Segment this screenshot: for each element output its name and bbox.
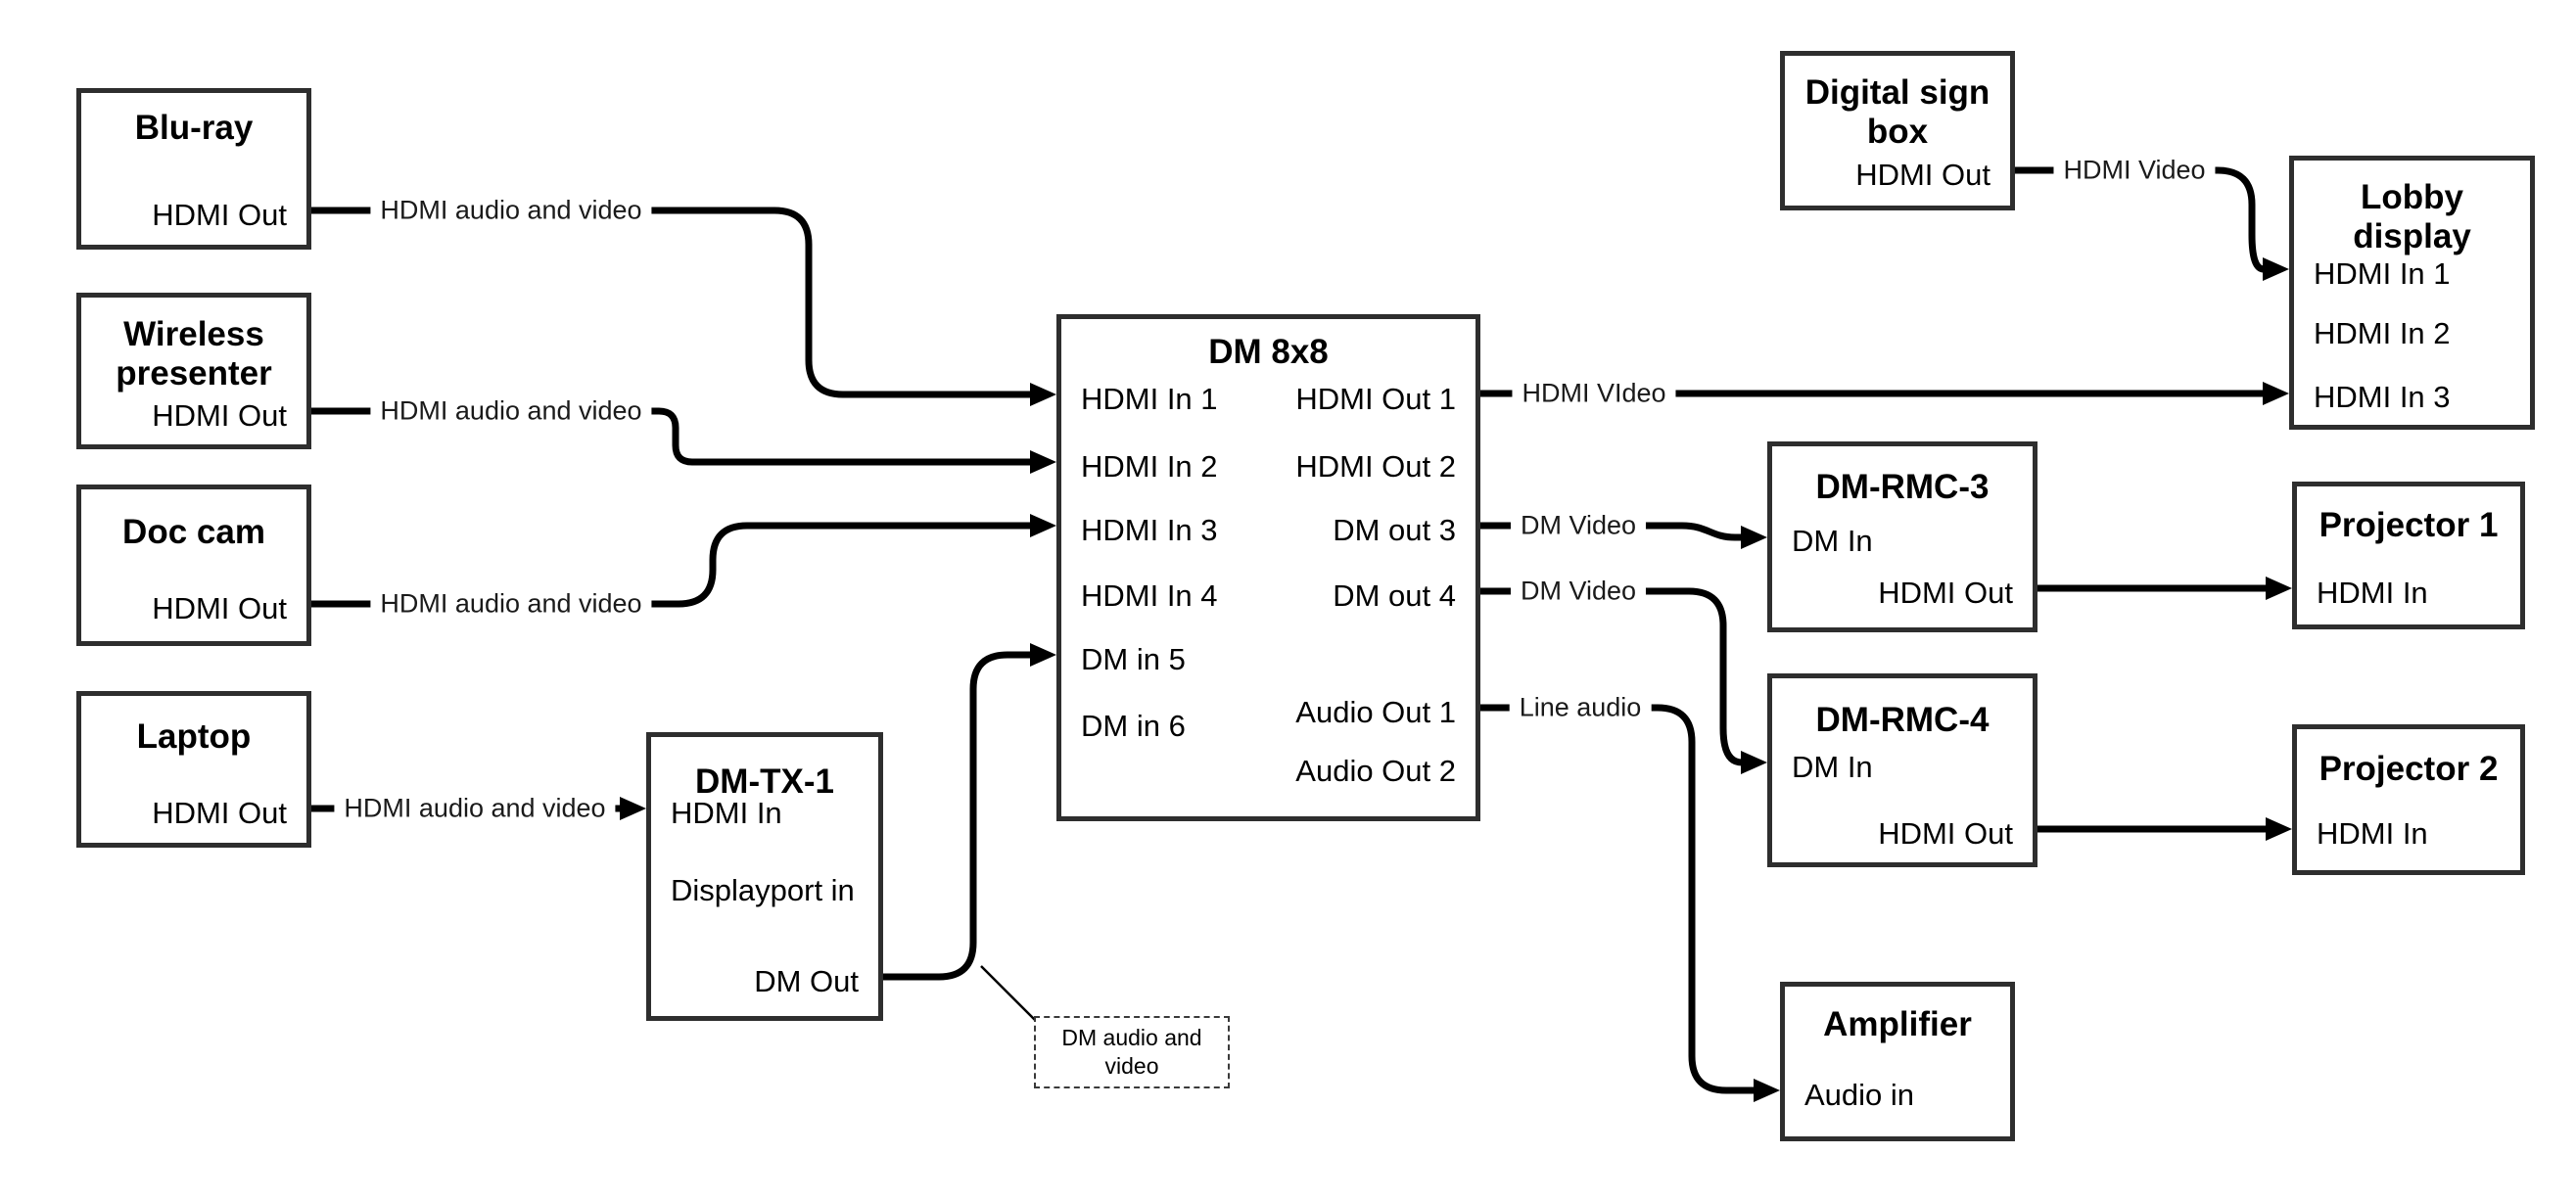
callout-line-1: DM audio and <box>1061 1025 1202 1050</box>
callout-line-2: video <box>1104 1053 1159 1079</box>
node-dm-rmc-4: DM-RMC-4 DM In HDMI Out <box>1767 673 2037 867</box>
node-laptop: Laptop HDMI Out <box>76 691 311 848</box>
node-dm-tx-1: DM-TX-1 HDMI In Displayport in DM Out <box>646 732 883 1021</box>
port-dm8x8-dm-in-6: DM in 6 <box>1081 709 1186 743</box>
callout-leader-line <box>980 965 1036 1021</box>
edge-label-bluray: HDMI audio and video <box>370 193 652 228</box>
port-lobby-hdmi-in-2: HDMI In 2 <box>2314 316 2451 350</box>
arrowhead <box>1754 1079 1780 1102</box>
title-line-2: display <box>2353 217 2471 255</box>
port-dm8x8-dm-out-3: DM out 3 <box>1333 513 1456 547</box>
node-title: Projector 1 <box>2318 506 2499 544</box>
edge-label-dm-video-out4: DM Video <box>1510 574 1647 609</box>
port-proj2-hdmi-in: HDMI In <box>2317 816 2428 851</box>
node-title: Doc cam <box>122 513 265 551</box>
connector-bluray-to-dm8x8-in1 <box>311 207 1031 398</box>
edge-label-line-audio: Line audio <box>1509 690 1652 725</box>
arrowhead <box>1741 526 1767 549</box>
port-dm8x8-audio-out-2: Audio Out 2 <box>1295 754 1456 788</box>
port-dm8x8-hdmi-out-2: HDMI Out 2 <box>1295 449 1456 484</box>
node-title: Lobby display <box>2294 161 2530 256</box>
connector-wireless-to-dm8x8-in2 <box>311 407 1031 466</box>
connector-dm8x8-out4-to-rmc4 <box>1480 587 1743 766</box>
node-bluray: Blu-ray HDMI Out <box>76 88 311 250</box>
title-line-1: Wireless <box>123 315 264 353</box>
node-dm-8x8: DM 8x8 HDMI In 1 HDMI In 2 HDMI In 3 HDM… <box>1056 314 1480 821</box>
port-dmtx1-displayport-in: Displayport in <box>671 873 855 907</box>
arrowhead <box>2266 817 2292 841</box>
port-dmtx1-dm-out: DM Out <box>754 964 859 998</box>
node-projector-1: Projector 1 HDMI In <box>2292 482 2525 629</box>
connector-doccam-to-dm8x8-in3 <box>311 522 1031 608</box>
port-dm8x8-dm-in-5: DM in 5 <box>1081 642 1186 676</box>
port-dm8x8-hdmi-out-1: HDMI Out 1 <box>1295 382 1456 416</box>
edge-label-doccam: HDMI audio and video <box>370 586 652 622</box>
connector-dmtx1-to-dm8x8-in5 <box>883 651 1031 981</box>
node-title: Amplifier <box>1823 1005 1972 1043</box>
port-dm8x8-dm-out-4: DM out 4 <box>1333 578 1456 613</box>
arrowhead <box>620 797 646 820</box>
port-rmc3-dm-in: DM In <box>1792 524 1873 558</box>
node-title: DM 8x8 <box>1208 333 1329 371</box>
connector-dm8x8-out3-to-rmc3 <box>1480 522 1742 541</box>
edge-label-hdmi-video-sign: HDMI Video <box>2053 153 2216 188</box>
edge-label-hdmi-video-out1: HDMI VIdeo <box>1512 376 1676 411</box>
connector-digitalsign-to-lobby-in1 <box>2015 166 2265 273</box>
node-title: Wireless presenter <box>81 298 306 393</box>
port-wireless-hdmi-out: HDMI Out <box>152 398 287 433</box>
node-wireless-presenter: Wireless presenter HDMI Out <box>76 293 311 449</box>
arrowhead <box>2263 257 2289 281</box>
arrowhead <box>1741 751 1767 774</box>
port-doccam-hdmi-out: HDMI Out <box>152 591 287 625</box>
port-lobby-hdmi-in-1: HDMI In 1 <box>2314 256 2451 291</box>
port-dm8x8-audio-out-1: Audio Out 1 <box>1295 695 1456 729</box>
port-dm8x8-hdmi-in-1: HDMI In 1 <box>1081 382 1218 416</box>
edge-label-laptop: HDMI audio and video <box>334 791 616 826</box>
arrowhead <box>1030 450 1056 474</box>
port-laptop-hdmi-out: HDMI Out <box>152 796 287 830</box>
port-dm8x8-hdmi-in-4: HDMI In 4 <box>1081 578 1218 613</box>
node-doc-cam: Doc cam HDMI Out <box>76 485 311 646</box>
title-line-1: Digital sign <box>1804 73 1991 112</box>
arrowhead <box>1030 383 1056 406</box>
node-title: DM-RMC-4 <box>1815 701 1990 739</box>
arrowhead <box>2263 382 2289 405</box>
port-dm8x8-hdmi-in-3: HDMI In 3 <box>1081 513 1218 547</box>
port-lobby-hdmi-in-3: HDMI In 3 <box>2314 380 2451 414</box>
node-lobby-display: Lobby display HDMI In 1 HDMI In 2 HDMI I… <box>2289 156 2535 430</box>
edge-label-wireless: HDMI audio and video <box>370 393 652 429</box>
port-proj1-hdmi-in: HDMI In <box>2317 576 2428 610</box>
node-projector-2: Projector 2 HDMI In <box>2292 724 2525 875</box>
callout-dm-audio-video: DM audio and video <box>1034 1016 1230 1088</box>
arrowhead <box>1030 514 1056 537</box>
port-rmc3-hdmi-out: HDMI Out <box>1878 576 2013 610</box>
arrowhead <box>1030 643 1056 667</box>
edge-label-dm-video-out3: DM Video <box>1510 508 1647 543</box>
node-dm-rmc-3: DM-RMC-3 DM In HDMI Out <box>1767 441 2037 632</box>
connector-dm8x8-audio1-to-amplifier <box>1480 704 1755 1094</box>
arrowhead <box>2266 577 2292 600</box>
node-title: DM-RMC-3 <box>1815 468 1990 506</box>
node-title: Laptop <box>136 717 252 756</box>
port-rmc4-dm-in: DM In <box>1792 750 1873 784</box>
title-line-1: Lobby <box>2361 178 2463 216</box>
port-dm8x8-hdmi-in-2: HDMI In 2 <box>1081 449 1218 484</box>
port-dmtx1-hdmi-in: HDMI In <box>671 796 782 830</box>
title-line-2: presenter <box>116 354 272 393</box>
port-bluray-hdmi-out: HDMI Out <box>152 198 287 232</box>
port-amplifier-audio-in: Audio in <box>1804 1078 1915 1112</box>
title-line-2: box <box>1866 113 1929 151</box>
node-title: DM-TX-1 <box>695 762 834 801</box>
node-title: Digital sign box <box>1785 56 2010 152</box>
node-title: Blu-ray <box>134 109 254 147</box>
port-rmc4-hdmi-out: HDMI Out <box>1878 816 2013 851</box>
node-amplifier: Amplifier Audio in <box>1780 982 2015 1141</box>
port-digitalsign-hdmi-out: HDMI Out <box>1855 158 1991 192</box>
node-title: Projector 2 <box>2318 750 2499 788</box>
node-digital-sign-box: Digital sign box HDMI Out <box>1780 51 2015 210</box>
